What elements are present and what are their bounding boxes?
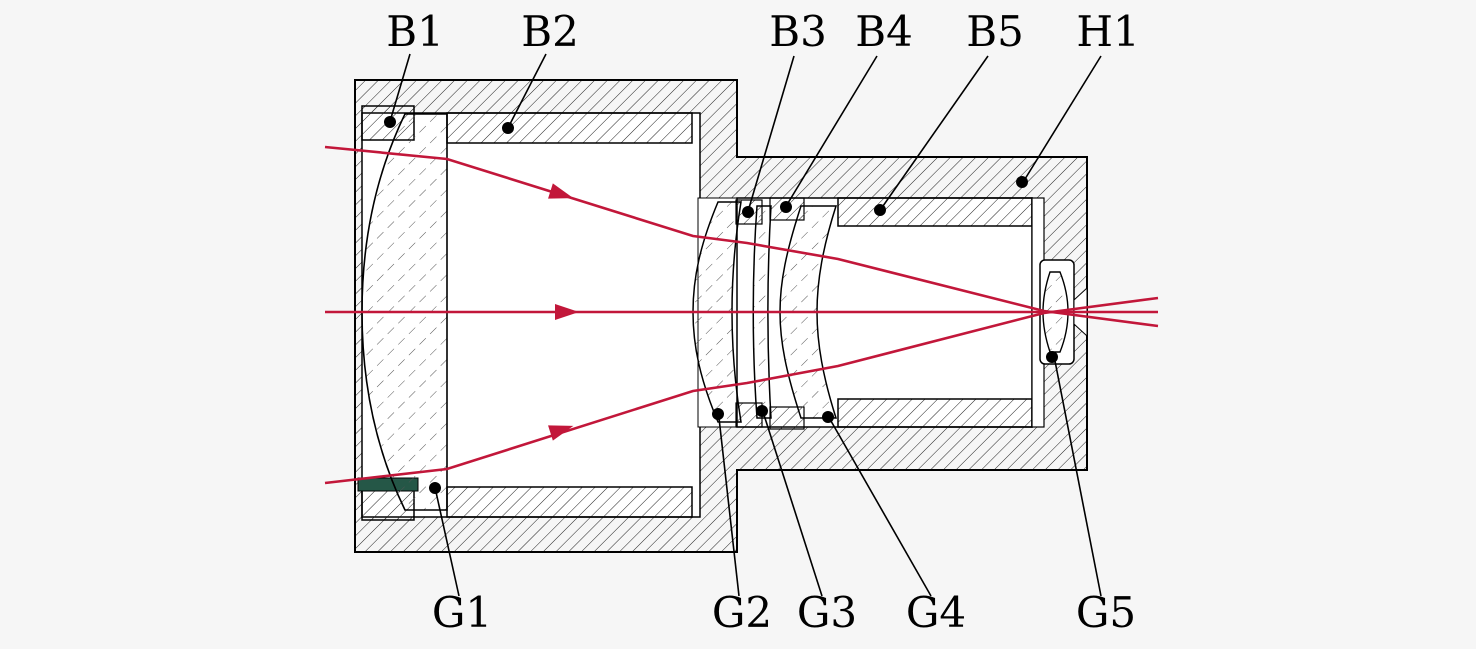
sleeve-bottom <box>837 398 1033 428</box>
ray-arrow-axis <box>555 304 579 320</box>
label-b2: B2 <box>521 7 579 56</box>
dot-b4 <box>780 201 792 213</box>
part-labels: B1 B2 B3 B4 B5 H1 G1 G2 G3 G4 G5 <box>386 7 1139 637</box>
label-g2: G2 <box>712 588 772 637</box>
ray-arrow-bottom <box>548 425 574 441</box>
label-g4: G4 <box>906 588 966 637</box>
leader-b3 <box>748 55 795 209</box>
leader-lines <box>390 53 1102 597</box>
leader-g1 <box>435 491 460 597</box>
label-b4: B4 <box>855 7 913 56</box>
label-g5: G5 <box>1076 588 1136 637</box>
spacer-cell-top <box>446 112 693 144</box>
leader-b1 <box>390 53 411 119</box>
dot-b2 <box>502 122 514 134</box>
dot-g3 <box>756 405 768 417</box>
leader-g4 <box>830 420 932 597</box>
label-b1: B1 <box>386 7 444 56</box>
dot-g4 <box>822 411 834 423</box>
light-ray-bottom <box>324 296 1159 485</box>
dot-b1 <box>384 116 396 128</box>
leader-b4 <box>787 55 878 204</box>
dot-g5 <box>1046 351 1058 363</box>
light-ray-top <box>324 145 1159 328</box>
dot-g1 <box>429 482 441 494</box>
reference-dots <box>384 116 1058 494</box>
dot-h1 <box>1016 176 1028 188</box>
leader-b5 <box>882 55 989 207</box>
leader-g5 <box>1054 360 1102 597</box>
ray-arrow-top <box>548 183 574 199</box>
leader-h1 <box>1024 55 1102 180</box>
label-b3: B3 <box>769 7 827 56</box>
label-g1: G1 <box>432 588 492 637</box>
ray-group <box>324 145 1159 485</box>
label-g3: G3 <box>797 588 857 637</box>
dot-g2 <box>712 408 724 420</box>
dot-b5 <box>874 204 886 216</box>
leader-g3 <box>763 414 823 597</box>
spacer-cell-bottom <box>446 486 693 518</box>
leader-b2 <box>509 53 547 125</box>
label-h1: H1 <box>1076 7 1139 56</box>
label-b5: B5 <box>966 7 1024 56</box>
dot-b3 <box>742 206 754 218</box>
sleeve-top <box>837 197 1033 227</box>
leader-g2 <box>718 417 740 597</box>
